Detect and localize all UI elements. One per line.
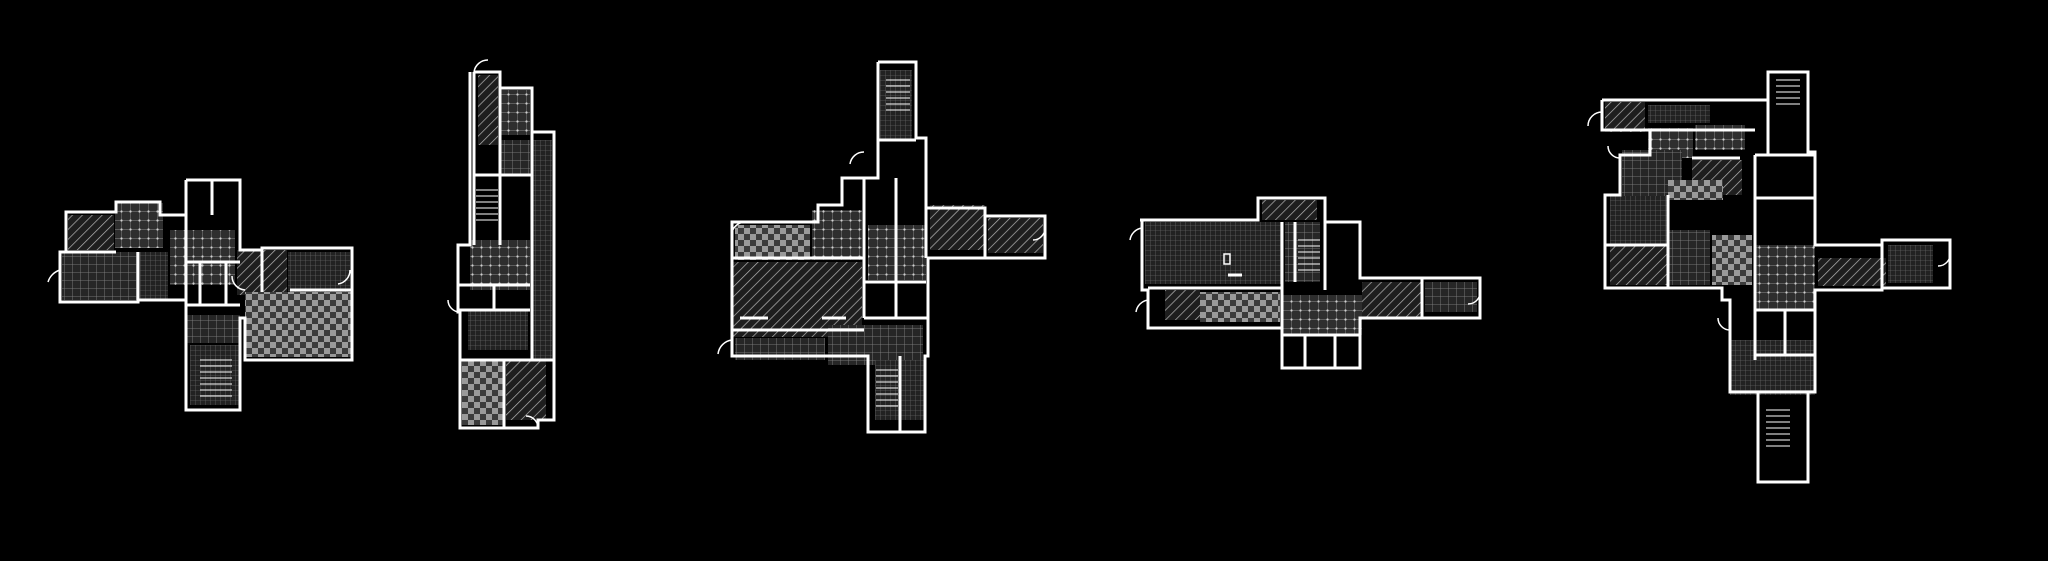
floor-plan-3 [717, 60, 1047, 434]
floor-plan-5 [1587, 70, 1952, 484]
floor-plan-1 [47, 178, 354, 412]
floor-plan-4 [1129, 196, 1482, 370]
floor-plan-2 [447, 59, 556, 430]
